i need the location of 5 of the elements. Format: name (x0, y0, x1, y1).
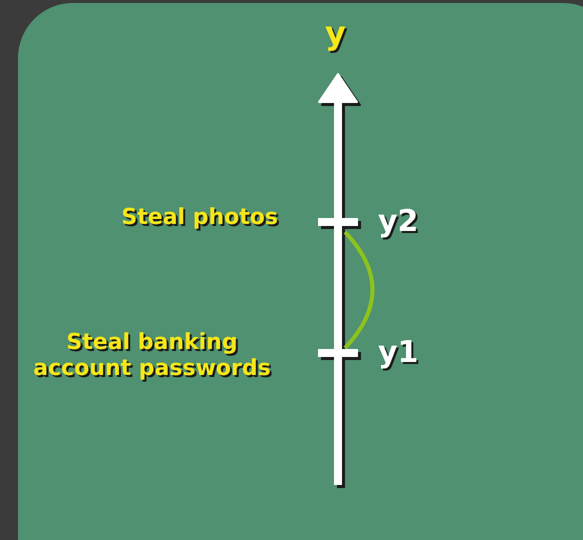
tick-label: y1 (378, 335, 418, 371)
axis-label: y (325, 14, 346, 52)
point-label: Steal banking account passwords (32, 330, 272, 383)
point-label: Steal photos (121, 205, 278, 232)
tick-label: y2 (378, 204, 418, 240)
